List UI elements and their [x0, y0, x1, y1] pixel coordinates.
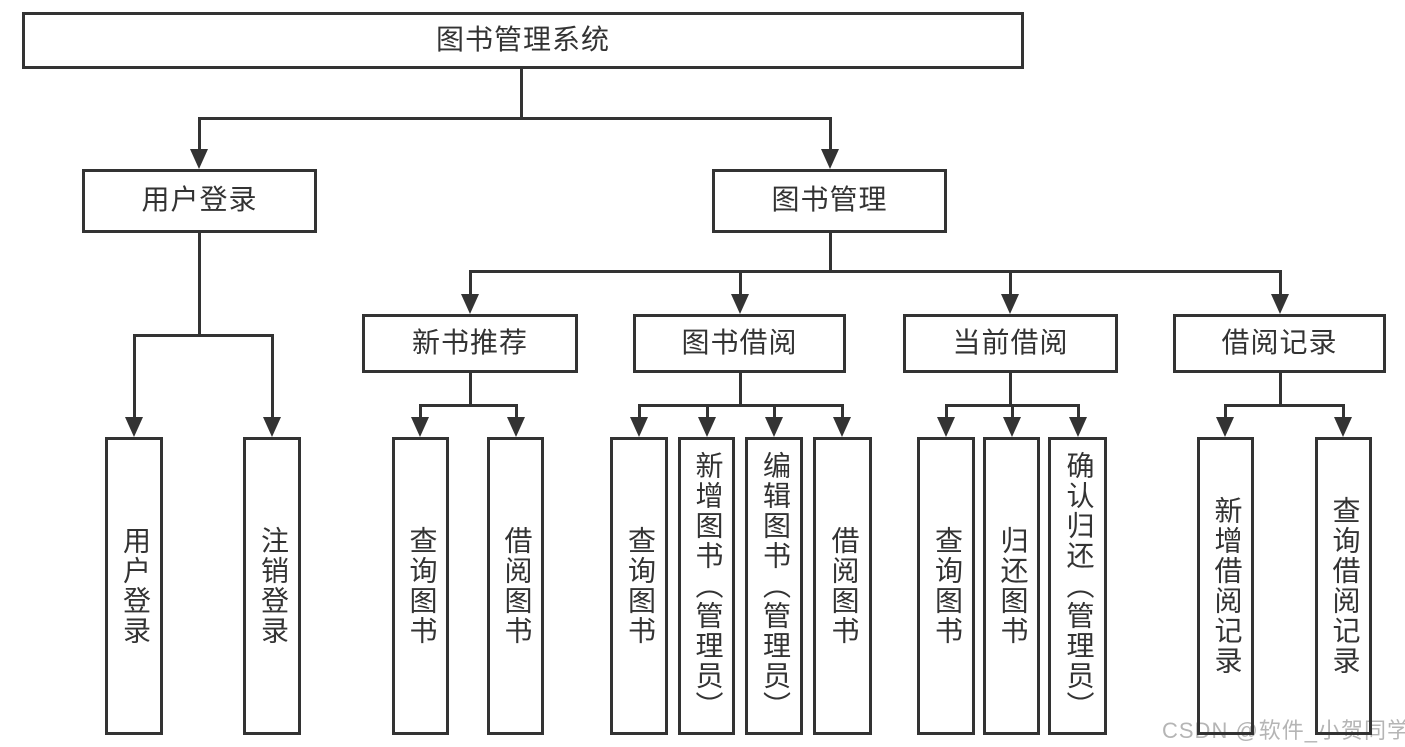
arrow-down-icon: [821, 149, 839, 169]
leaf-query-books-3-label: 查询图书: [931, 526, 962, 646]
leaf-return-book-label: 归还图书: [996, 526, 1028, 646]
connector-line: [638, 404, 844, 407]
leaf-edit-book-admin-label: 编辑图书（管理员）: [759, 451, 790, 721]
connector-line: [829, 233, 832, 272]
connector-line: [469, 270, 472, 296]
leaf-logout-label: 注销登录: [257, 526, 288, 646]
connector-line: [1077, 404, 1080, 419]
connector-line: [706, 404, 709, 419]
connector-line: [198, 117, 201, 151]
arrow-down-icon: [507, 417, 525, 437]
leaf-edit-book-admin: 编辑图书（管理员）: [745, 437, 803, 735]
watermark: CSDN @软件_小贺同学: [1162, 718, 1405, 743]
connector-line: [739, 270, 742, 296]
leaf-query-borrow-record-label: 查询借阅记录: [1328, 496, 1360, 676]
connector-line: [1009, 270, 1012, 296]
leaf-add-borrow-record-label: 新增借阅记录: [1210, 496, 1242, 676]
arrow-down-icon: [698, 417, 716, 437]
connector-line: [1009, 373, 1012, 406]
connector-line: [419, 404, 422, 419]
arrow-down-icon: [937, 417, 955, 437]
leaf-logout: 注销登录: [243, 437, 301, 735]
leaf-add-borrow-record: 新增借阅记录: [1197, 437, 1254, 735]
arrow-down-icon: [1003, 417, 1021, 437]
arrow-down-icon: [263, 417, 281, 437]
connector-line: [133, 334, 274, 337]
connector-line: [520, 67, 523, 119]
arrow-down-icon: [765, 417, 783, 437]
connector-line: [469, 270, 1282, 273]
arrow-down-icon: [190, 149, 208, 169]
leaf-return-book: 归还图书: [983, 437, 1040, 735]
node-current-borrow: 当前借阅: [903, 314, 1118, 373]
arrow-down-icon: [630, 417, 648, 437]
node-borrow-records: 借阅记录: [1173, 314, 1386, 373]
connector-line: [1224, 404, 1345, 407]
arrow-down-icon: [461, 294, 479, 314]
arrow-down-icon: [833, 417, 851, 437]
connector-line: [419, 404, 518, 407]
connector-line: [945, 404, 948, 419]
leaf-query-books-1: 查询图书: [392, 437, 449, 735]
leaf-user-login: 用户登录: [105, 437, 163, 735]
connector-line: [1011, 404, 1014, 419]
leaf-add-book-admin: 新增图书（管理员）: [678, 437, 735, 735]
leaf-query-borrow-record: 查询借阅记录: [1315, 437, 1372, 735]
node-borrow-records-label: 借阅记录: [1221, 327, 1338, 359]
arrow-down-icon: [1216, 417, 1234, 437]
connector-line: [829, 117, 832, 151]
leaf-user-login-label: 用户登录: [119, 526, 150, 646]
arrow-down-icon: [1001, 294, 1019, 314]
leaf-borrow-books-1: 借阅图书: [487, 437, 544, 735]
connector-line: [739, 373, 742, 406]
connector-line: [1342, 404, 1345, 419]
node-root: 图书管理系统: [22, 12, 1024, 69]
leaf-add-book-admin-label: 新增图书（管理员）: [691, 451, 723, 721]
node-new-book-recommend-label: 新书推荐: [411, 327, 528, 359]
node-book-management: 图书管理: [712, 169, 947, 233]
node-book-management-label: 图书管理: [771, 185, 888, 216]
connector-line: [198, 233, 201, 336]
leaf-query-books-2: 查询图书: [610, 437, 668, 735]
leaf-query-books-2-label: 查询图书: [624, 526, 655, 646]
leaf-confirm-return-admin-label: 确认归还（管理员）: [1062, 451, 1094, 721]
connector-line: [469, 373, 472, 406]
node-new-book-recommend: 新书推荐: [362, 314, 578, 373]
connector-line: [133, 334, 136, 419]
connector-line: [515, 404, 518, 419]
node-user-login: 用户登录: [82, 169, 317, 233]
leaf-confirm-return-admin: 确认归还（管理员）: [1048, 437, 1107, 735]
arrow-down-icon: [411, 417, 429, 437]
leaf-borrow-books-2: 借阅图书: [813, 437, 872, 735]
leaf-query-books-3: 查询图书: [917, 437, 975, 735]
node-current-borrow-label: 当前借阅: [952, 327, 1069, 359]
leaf-borrow-books-2-label: 借阅图书: [827, 526, 859, 646]
node-root-label: 图书管理系统: [435, 24, 610, 56]
node-user-login-label: 用户登录: [141, 185, 258, 216]
leaf-query-books-1-label: 查询图书: [405, 526, 437, 646]
arrow-down-icon: [1069, 417, 1087, 437]
connector-line: [1224, 404, 1227, 419]
arrow-down-icon: [731, 294, 749, 314]
connector-line: [638, 404, 641, 419]
connector-line: [773, 404, 776, 419]
arrow-down-icon: [1271, 294, 1289, 314]
connector-line: [271, 334, 274, 419]
arrow-down-icon: [125, 417, 143, 437]
connector-line: [841, 404, 844, 419]
leaf-borrow-books-1-label: 借阅图书: [500, 526, 532, 646]
connector-line: [198, 117, 832, 120]
node-book-borrow: 图书借阅: [633, 314, 846, 373]
arrow-down-icon: [1334, 417, 1352, 437]
connector-line: [1279, 373, 1282, 406]
node-book-borrow-label: 图书借阅: [681, 327, 798, 359]
connector-line: [1279, 270, 1282, 296]
